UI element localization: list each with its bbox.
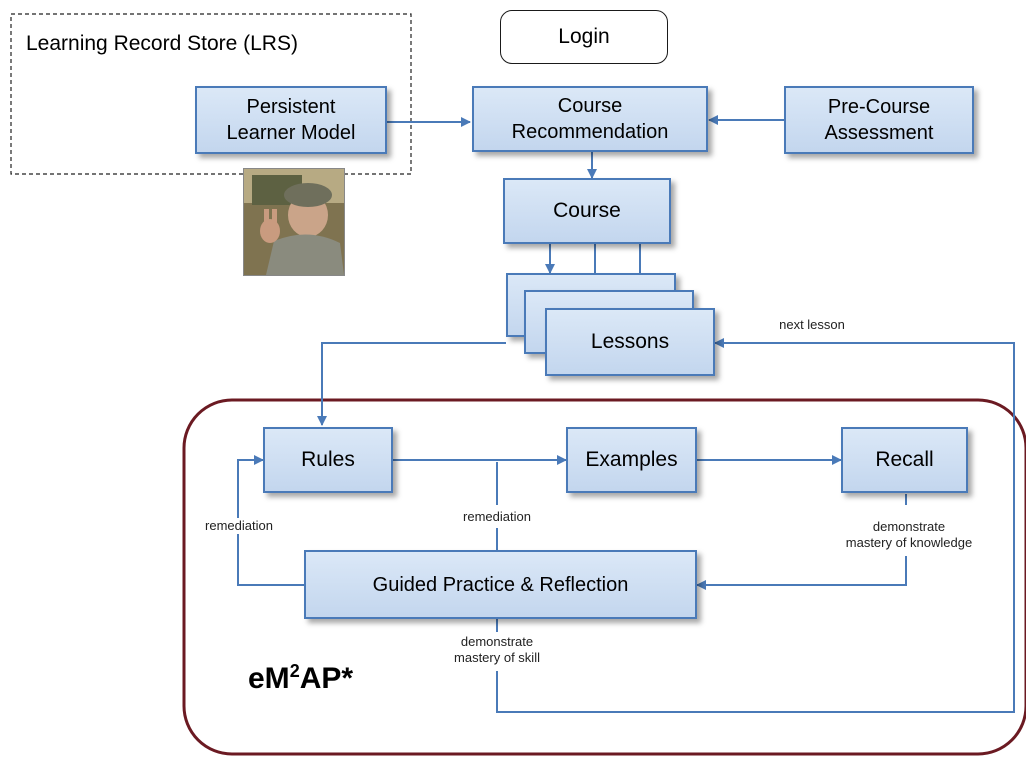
recall-node[interactable]: Recall (841, 427, 968, 493)
course-recommendation-node[interactable]: Course Recommendation (472, 86, 708, 152)
arrow-next-lesson-loop (496, 338, 1015, 713)
label-remediation-left: remediation (193, 518, 285, 534)
brand-rest: AP* (299, 662, 354, 695)
examples-node[interactable]: Examples (566, 427, 697, 493)
em2ap-brand: eM2AP* (248, 662, 353, 696)
rules-node[interactable]: Rules (263, 427, 393, 493)
label-mastery-knowledge: demonstrate mastery of knowledge (834, 519, 984, 551)
login-node[interactable]: Login (500, 10, 668, 64)
arrow-recall-to-guided (697, 494, 907, 585)
label-remediation-center: remediation (449, 509, 545, 525)
guided-practice-node[interactable]: Guided Practice & Reflection (304, 550, 697, 619)
lessons-node[interactable]: Lessons (545, 308, 715, 376)
brand-base: eM (248, 662, 290, 695)
persistent-learner-model-node[interactable]: Persistent Learner Model (195, 86, 387, 154)
lrs-title: Learning Record Store (LRS) (26, 32, 298, 55)
lrs-region (10, 13, 412, 175)
brand-superscript: 2 (289, 661, 300, 681)
connectors (237, 115, 1015, 713)
pre-course-assessment-node[interactable]: Pre-Course Assessment (784, 86, 974, 154)
learner-photo (243, 168, 345, 276)
course-node[interactable]: Course (503, 178, 671, 244)
label-mastery-skill: demonstrate mastery of skill (434, 634, 560, 666)
arrow-lessons-to-rules (317, 342, 506, 426)
label-next-lesson: next lesson (767, 317, 857, 333)
